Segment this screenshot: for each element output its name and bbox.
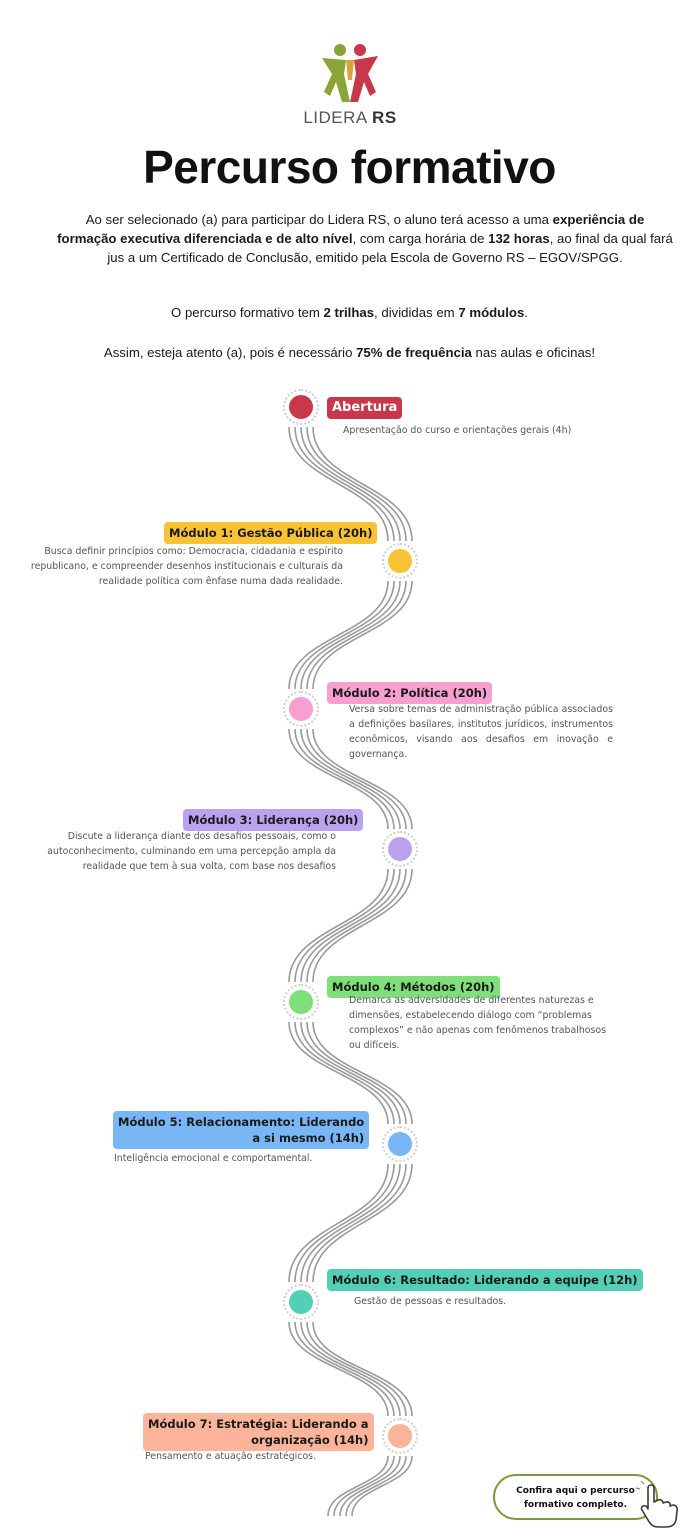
module-desc-1: Busca definir princípios como: Democraci… bbox=[30, 546, 343, 587]
dot-fill bbox=[289, 990, 313, 1014]
dot-fill bbox=[289, 697, 313, 721]
module-desc-3: Discute a liderança diante dos desafios … bbox=[47, 831, 336, 872]
dot-fill bbox=[289, 395, 313, 419]
module-label-7-line-1: Módulo 7: Estratégia: Liderando a bbox=[148, 1417, 369, 1431]
dot-fill bbox=[289, 1290, 313, 1314]
road-line bbox=[306, 426, 407, 1517]
page-title: Percurso formativo bbox=[143, 141, 556, 193]
module-label-abertura: Abertura bbox=[327, 397, 403, 419]
logo-figures-icon bbox=[322, 44, 378, 102]
module-desc-4: Demarca as adversidades de diferentes na… bbox=[349, 995, 607, 1051]
module-label-5-line-1: Módulo 5: Relacionamento: Liderando bbox=[118, 1115, 365, 1129]
full-course-link-button[interactable]: Confira aqui o percurso formativo comple… bbox=[493, 1474, 658, 1520]
module-desc-7: Pensamento e atuação estratégicos. bbox=[145, 1451, 317, 1462]
road-line bbox=[300, 426, 401, 1517]
tracks-summary: O percurso formativo tem 2 trilhas, divi… bbox=[171, 305, 528, 320]
module-desc-abertura: Apresentação do curso e orientações gera… bbox=[343, 425, 572, 436]
dot-modulo-1 bbox=[382, 543, 418, 579]
pointing-hand-icon bbox=[636, 1480, 679, 1528]
dot-fill bbox=[388, 549, 412, 573]
dot-modulo-5 bbox=[382, 1126, 418, 1162]
module-label-7: Módulo 7: Estratégia: Liderando a organi… bbox=[143, 1413, 374, 1451]
attendance-note: Assim, esteja atento (a), pois é necessá… bbox=[103, 345, 596, 360]
module-label-5: Módulo 5: Relacionamento: Liderando a si… bbox=[113, 1111, 370, 1149]
dot-fill bbox=[388, 1132, 412, 1156]
dot-fill bbox=[388, 837, 412, 861]
module-desc-6: Gestão de pessoas e resultados. bbox=[354, 1296, 507, 1307]
dot-modulo-3 bbox=[382, 831, 418, 867]
road-line bbox=[312, 426, 413, 1517]
dot-modulo-4 bbox=[283, 984, 319, 1020]
module-desc-5: Inteligência emocional e comportamental. bbox=[114, 1153, 313, 1164]
road-line bbox=[288, 426, 389, 1517]
logo-wordmark: LIDERA RS bbox=[303, 108, 397, 127]
dot-abertura bbox=[283, 389, 319, 425]
cta-line-2: formativo completo. bbox=[524, 1500, 627, 1510]
lidera-rs-logo: LIDERA RS bbox=[300, 40, 400, 130]
intro-paragraph: Ao ser selecionado (a) para participar d… bbox=[57, 212, 673, 265]
road-line bbox=[294, 426, 395, 1517]
module-desc-2: Versa sobre temas de administração públi… bbox=[349, 704, 613, 760]
dot-modulo-6 bbox=[283, 1284, 319, 1320]
module-label-6: Módulo 6: Resultado: Liderando a equipe … bbox=[327, 1269, 643, 1291]
dot-modulo-2 bbox=[283, 691, 319, 727]
module-label-4: Módulo 4: Métodos (20h) bbox=[327, 976, 500, 998]
module-label-7-line-2: organização (14h) bbox=[251, 1433, 369, 1447]
dot-fill bbox=[388, 1424, 412, 1448]
dot-modulo-7 bbox=[382, 1418, 418, 1454]
module-label-5-line-2: a si mesmo (14h) bbox=[252, 1131, 365, 1145]
module-label-3: Módulo 3: Liderança (20h) bbox=[183, 809, 364, 831]
cta-line-1: Confira aqui o percurso bbox=[516, 1486, 635, 1496]
module-label-1: Módulo 1: Gestão Pública (20h) bbox=[164, 522, 378, 544]
module-label-2: Módulo 2: Política (20h) bbox=[327, 682, 493, 704]
